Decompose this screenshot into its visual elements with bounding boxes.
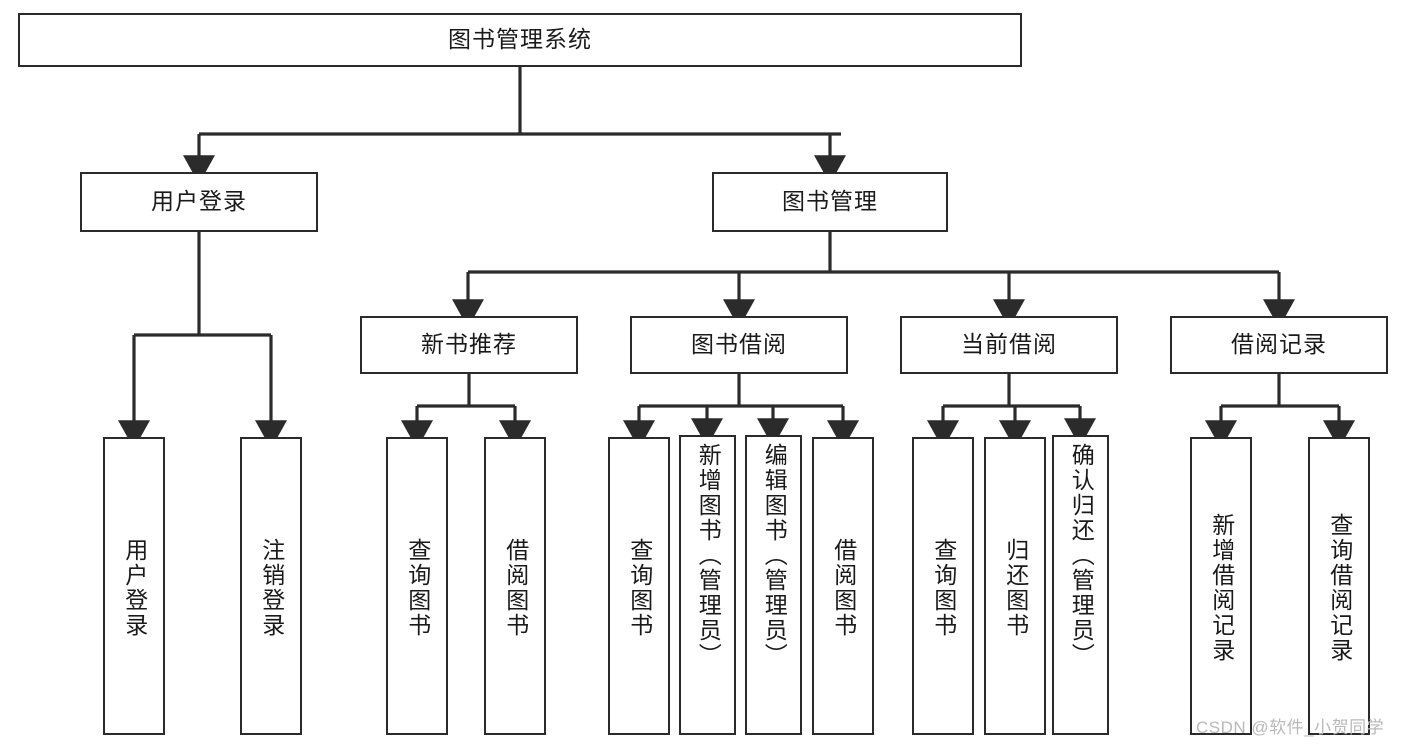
leaf-user-login[interactable]: 用户登录 [103, 437, 165, 735]
node-root-system[interactable]: 图书管理系统 [18, 13, 1022, 67]
leaf-add-book-admin[interactable]: 新增图书（管理员） [679, 435, 736, 735]
leaf-confirm-return-admin[interactable]: 确认归还（管理员） [1052, 435, 1109, 735]
leaf-borrow-book-borrow[interactable]: 借阅图书 [812, 437, 874, 735]
node-label: 查询图书 [930, 538, 957, 638]
node-borrow-record[interactable]: 借阅记录 [1170, 316, 1388, 374]
node-label: 查询图书 [626, 538, 653, 638]
node-current-borrow[interactable]: 当前借阅 [900, 316, 1118, 374]
node-user-login[interactable]: 用户登录 [80, 172, 318, 232]
node-label: 借阅图书 [502, 538, 529, 638]
node-label: 当前借阅 [961, 331, 1057, 358]
node-book-borrow[interactable]: 图书借阅 [630, 316, 848, 374]
node-label: 归还图书 [1002, 538, 1029, 638]
node-label: 查询借阅记录 [1326, 513, 1353, 663]
node-label: 新增图书（管理员） [695, 443, 722, 668]
node-new-book-recommend[interactable]: 新书推荐 [360, 316, 578, 374]
leaf-edit-book-admin[interactable]: 编辑图书（管理员） [745, 435, 802, 735]
node-label: 用户登录 [121, 538, 148, 638]
node-label: 新增借阅记录 [1208, 513, 1235, 663]
leaf-query-borrow-record[interactable]: 查询借阅记录 [1308, 437, 1370, 735]
leaf-logout-login[interactable]: 注销登录 [240, 437, 302, 735]
node-label: 编辑图书（管理员） [761, 443, 788, 668]
leaf-query-book-borrow[interactable]: 查询图书 [608, 437, 670, 735]
node-book-management[interactable]: 图书管理 [712, 172, 948, 232]
node-label: 注销登录 [258, 538, 285, 638]
leaf-query-book-current[interactable]: 查询图书 [912, 437, 974, 735]
node-label: 图书借阅 [691, 331, 787, 358]
node-label: 确认归还（管理员） [1068, 443, 1095, 668]
node-label: 用户登录 [151, 188, 247, 215]
node-label: 图书管理系统 [448, 26, 592, 53]
leaf-borrow-book-newbook[interactable]: 借阅图书 [484, 437, 546, 735]
node-label: 查询图书 [404, 538, 431, 638]
leaf-return-book[interactable]: 归还图书 [984, 437, 1046, 735]
node-label: 图书管理 [782, 188, 878, 215]
node-label: 借阅记录 [1231, 331, 1327, 358]
leaf-query-book-newbook[interactable]: 查询图书 [386, 437, 448, 735]
csdn-watermark: CSDN @软件_小贺同学 [1196, 718, 1385, 737]
node-label: 新书推荐 [421, 331, 517, 358]
leaf-add-borrow-record[interactable]: 新增借阅记录 [1190, 437, 1252, 735]
node-label: 借阅图书 [830, 538, 857, 638]
